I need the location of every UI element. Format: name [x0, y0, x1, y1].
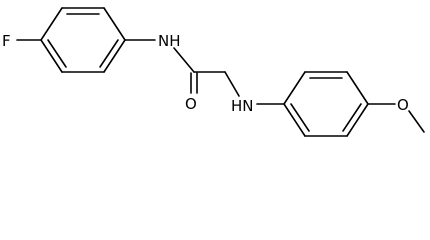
methyl-bond — [408, 110, 425, 133]
fluorophenyl-ring — [40, 7, 126, 73]
molecule-structure: F NH O HN O — [2, 7, 425, 137]
amide-nh-label: NH — [158, 32, 181, 50]
carbonyl-oxygen-label: O — [185, 95, 197, 113]
ch2-amine-bond — [224, 71, 240, 97]
ether-oxygen-label: O — [397, 96, 409, 114]
methoxyphenyl-ring — [283, 71, 369, 137]
n-carbonyl-bond — [173, 47, 195, 73]
amine-hn-label: HN — [231, 97, 254, 115]
fluorine-label: F — [2, 32, 11, 50]
